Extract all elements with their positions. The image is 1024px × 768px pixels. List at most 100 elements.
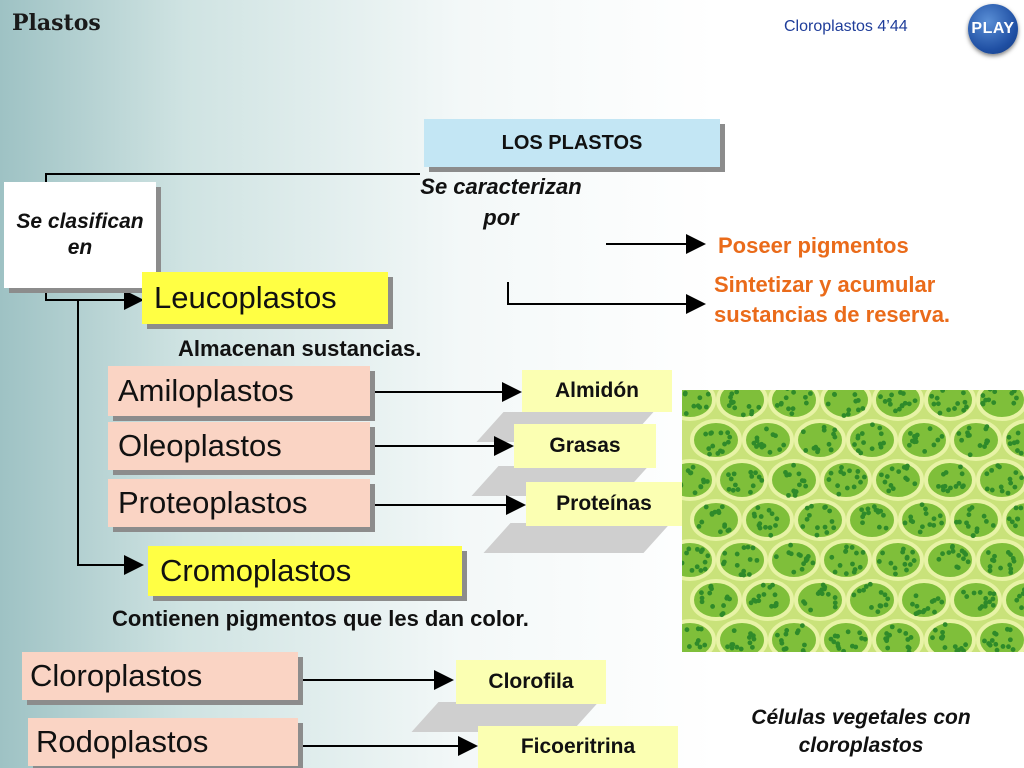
chloroplast-dot	[797, 482, 802, 488]
chloroplast-dot	[775, 632, 780, 638]
chloroplast-dot	[774, 516, 780, 522]
chloroplast-dot	[836, 646, 842, 651]
chloroplast-dot	[808, 391, 813, 396]
chloroplast-dot	[803, 483, 809, 489]
chloroplast-dot	[732, 482, 738, 488]
chloroplast-dot	[740, 412, 746, 418]
chloroplast-dot	[696, 523, 702, 529]
leucoplastos-note: Almacenan sustancias.	[178, 336, 422, 361]
chloroplast-dot	[1018, 505, 1024, 511]
chloroplast-dot	[822, 505, 828, 510]
chloroplast-dot	[961, 390, 966, 396]
chloroplast-dot	[772, 603, 778, 609]
chloroplast-dot	[800, 648, 806, 652]
chloroplast-dot	[725, 430, 731, 436]
chloroplast-dot	[935, 437, 941, 443]
chloroplast-dot	[980, 393, 986, 398]
chloroplast-dot	[987, 568, 993, 574]
chloroplast-dot	[831, 391, 837, 397]
chloroplast-dot	[759, 477, 765, 483]
chloroplast-dot	[994, 647, 1000, 652]
chloroplast-dot	[767, 525, 773, 531]
chloroplast-dot	[781, 442, 787, 448]
chloroplast-dot	[726, 486, 732, 492]
chloroplast-dot	[854, 474, 860, 480]
product-shadow-proteinas	[483, 523, 671, 553]
chloroplast-dot	[703, 431, 709, 437]
cell	[872, 539, 924, 581]
chloroplast-dot	[728, 476, 734, 482]
slide-label: Cloroplastos 4’44	[784, 18, 908, 35]
chloroplast-dot	[844, 485, 850, 491]
chloroplast-dot	[698, 626, 704, 632]
chloroplast-dot	[829, 554, 835, 560]
chloroplast-dot	[959, 471, 965, 477]
chloroplast-dot	[883, 525, 889, 531]
leucoplastos-node: Leucoplastos	[142, 272, 388, 324]
chloroplast-dot	[730, 399, 736, 405]
chloroplast-dot	[832, 604, 838, 610]
chloroplast-dot	[699, 519, 705, 525]
chloroplast-dot	[910, 601, 915, 607]
chloroplast-dot	[925, 606, 931, 611]
root-node: LOS PLASTOS	[424, 119, 720, 167]
chloroplast-dot	[921, 608, 927, 613]
chloroplast-dot	[773, 523, 778, 528]
cell	[716, 539, 768, 581]
chloroplast-dot	[731, 471, 737, 477]
chloroplast-dot	[705, 391, 711, 397]
chloroplast-dot	[719, 612, 725, 618]
chloroplast-dot	[832, 600, 838, 606]
chloroplast-dot	[862, 636, 868, 642]
play-button[interactable]: PLAY	[968, 4, 1018, 54]
chloroplast-dot	[694, 641, 700, 646]
chloroplast-dot	[922, 448, 928, 454]
chloroplast-dot	[886, 397, 892, 403]
chloroplast-dot	[746, 635, 752, 640]
chloroplast-dot	[882, 399, 888, 404]
chloroplast-dot	[875, 508, 881, 514]
chloroplast-dot	[961, 556, 966, 562]
chloroplast-dot	[1007, 441, 1013, 447]
chloroplast-dot	[1017, 593, 1022, 599]
chloroplast-dot	[804, 516, 810, 522]
chloroplast-dot	[931, 522, 937, 528]
chloroplast-dot	[724, 594, 730, 600]
chloroplast-dot	[772, 592, 778, 598]
chloroplast-dot	[893, 408, 898, 414]
chloroplast-dot	[878, 590, 884, 595]
chloroplast-dot	[865, 506, 871, 512]
chloroplast-dot	[841, 648, 846, 652]
chloroplast-dot	[954, 648, 960, 652]
chloroplast-dot	[719, 504, 725, 510]
chloroplast-dot	[977, 443, 983, 448]
chloroplast-dot	[914, 603, 920, 609]
chloroplast-dot	[826, 441, 832, 447]
chloroplast-dot	[699, 590, 704, 596]
chloroplast-dot	[1012, 484, 1018, 490]
chloroplast-dot	[847, 468, 852, 474]
chloroplast-dot	[961, 483, 966, 489]
chloroplast-dot	[876, 559, 882, 564]
chloroplast-dot	[832, 633, 838, 639]
chloroplast-dot	[882, 479, 888, 485]
chloroplast-dot	[735, 487, 741, 492]
chloroplast-dot	[946, 407, 952, 413]
chloroplast-dot	[935, 401, 941, 407]
chloroplast-dot	[897, 406, 902, 412]
cell	[872, 619, 924, 652]
chloroplast-dot	[718, 529, 723, 535]
chloroplast-dot	[869, 605, 874, 610]
cell	[898, 499, 950, 541]
chloroplast-dot	[710, 604, 716, 609]
chloroplast-dot	[730, 487, 736, 493]
product-ficoeritrina: Ficoeritrina	[478, 726, 678, 768]
chloroplast-dot	[971, 590, 977, 596]
chloroplast-dot	[941, 471, 946, 477]
chloroplast-dot	[984, 518, 989, 524]
chloroplast-dot	[886, 488, 892, 494]
chloroplast-dot	[786, 406, 791, 412]
chloroplast-dot	[984, 486, 990, 492]
chloroplast-dot	[702, 559, 708, 565]
chloroplast-dot	[942, 622, 948, 628]
